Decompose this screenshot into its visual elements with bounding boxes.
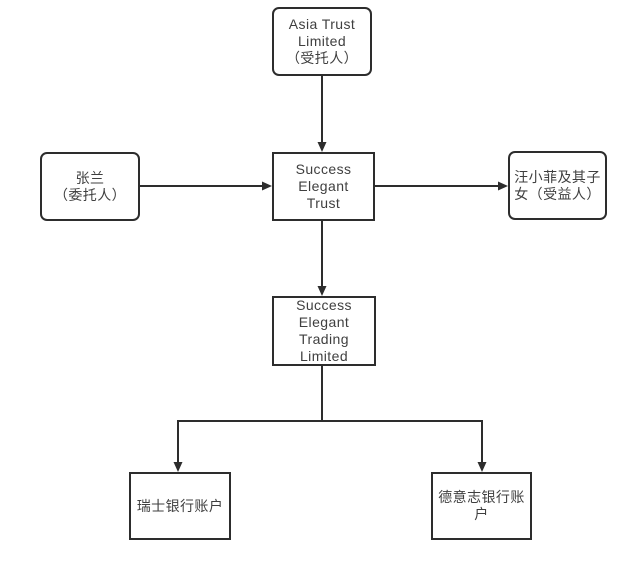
arrowhead-icon: [477, 462, 487, 472]
node-success-elegant-trust: Success Elegant Trust: [272, 152, 375, 221]
node-label-line: Trading: [299, 331, 349, 347]
node-label-line: 女（受益人）: [514, 185, 601, 202]
arrowhead-icon: [498, 181, 508, 191]
node-label-line: 张兰: [75, 169, 105, 186]
node-deutsche-bank-account: 德意志银行账 户: [431, 472, 532, 540]
node-wang-xiaofei-beneficiaries: 汪小菲及其子 女（受益人）: [508, 151, 607, 220]
node-label-line: Limited: [297, 33, 347, 49]
node-label-line: （受托人）: [285, 50, 359, 66]
arrowhead-icon: [317, 286, 327, 296]
node-label-line: 瑞士银行账户: [136, 497, 224, 514]
arrowhead-icon: [317, 142, 327, 152]
node-label-line: 汪小菲及其子: [514, 168, 601, 185]
node-zhang-lan: 张兰 （委托人）: [40, 152, 140, 221]
node-label-line: Limited: [299, 348, 349, 364]
arrowhead-icon: [173, 462, 183, 472]
connector-success_elegant_trading-to-deutsche_bank_account: [321, 366, 483, 464]
connector-success_elegant_trading-to-swiss_bank_account: [177, 366, 323, 464]
node-success-elegant-trading: Success Elegant Trading Limited: [272, 296, 376, 366]
node-label-line: （委托人）: [53, 186, 127, 203]
node-label-line: Trust: [306, 195, 341, 211]
node-label-line: Elegant: [298, 178, 349, 194]
node-label-line: 户: [474, 506, 489, 522]
node-label-line: Elegant: [298, 314, 350, 330]
node-label-line: Asia Trust: [288, 16, 356, 32]
arrowhead-icon: [262, 181, 272, 191]
node-swiss-bank-account: 瑞士银行账户: [129, 472, 231, 540]
node-label-line: 德意志银行账: [438, 489, 525, 505]
node-label-line: Success: [296, 297, 352, 313]
node-label-line: Success: [295, 161, 352, 177]
node-asia-trust: Asia Trust Limited （受托人）: [272, 7, 372, 76]
